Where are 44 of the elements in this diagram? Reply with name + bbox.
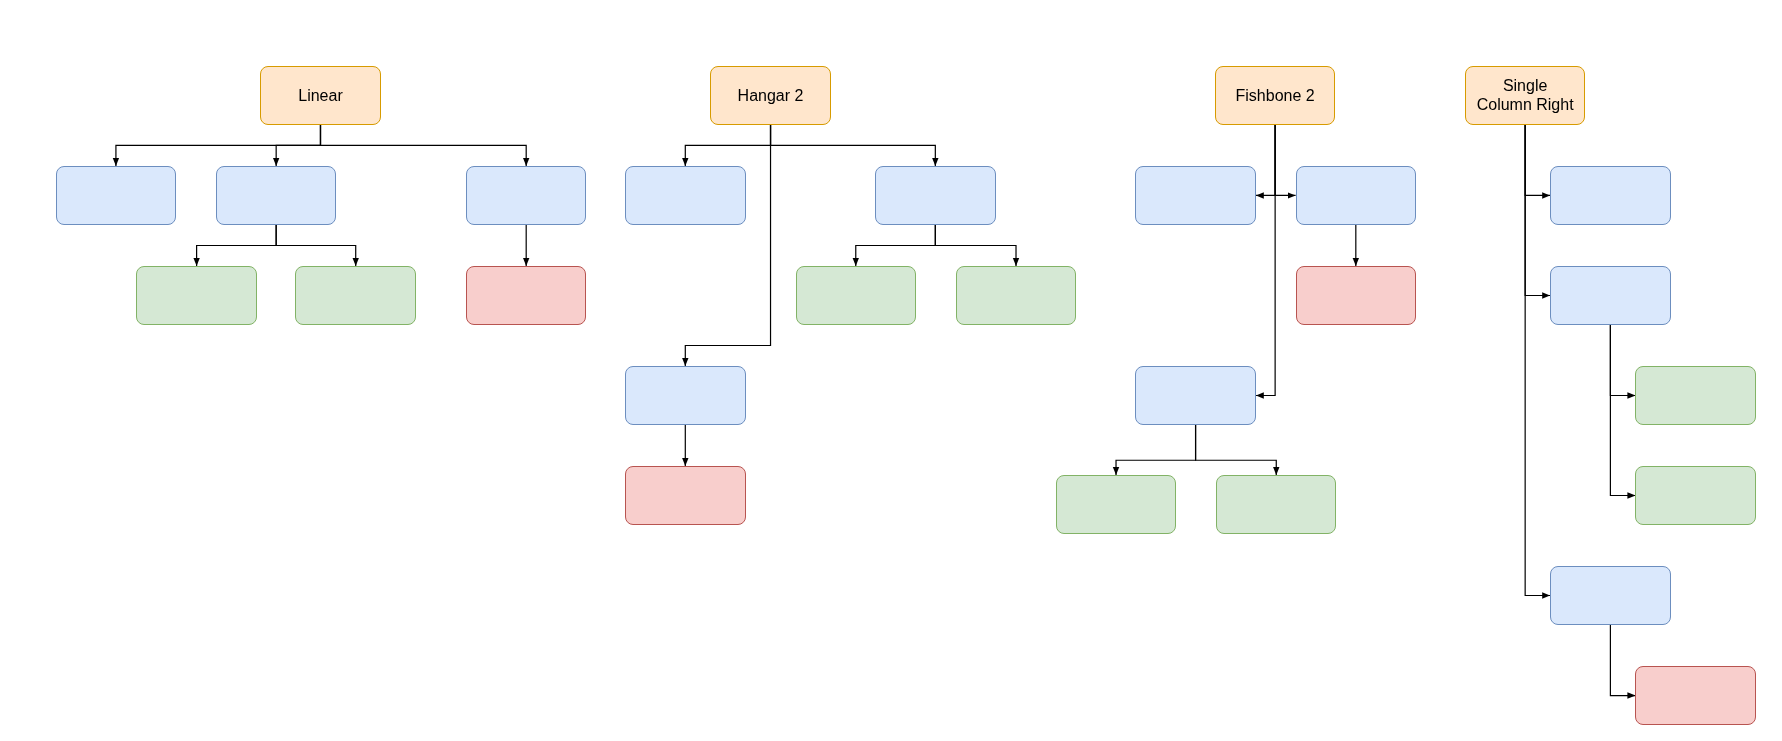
- process-box: [465, 165, 587, 225]
- process-box: [875, 165, 996, 225]
- arrow: [934, 224, 1020, 267]
- arrow: [682, 124, 772, 367]
- process-box: [136, 265, 257, 325]
- process-box: [1135, 365, 1256, 426]
- process-box: [1550, 565, 1671, 626]
- arrow: [1524, 124, 1551, 599]
- process-box: [625, 165, 746, 225]
- arrow: [682, 424, 689, 467]
- arrow: [275, 224, 359, 267]
- node-label: Fishbone 2: [1235, 85, 1315, 106]
- heading-box: [1214, 65, 1336, 125]
- process-box: [795, 265, 916, 325]
- arrow: [1609, 324, 1636, 499]
- process-box: [1550, 165, 1671, 225]
- heading-box: [710, 65, 831, 125]
- heading-box: [260, 65, 381, 125]
- arrow: [1195, 424, 1280, 476]
- process-box: [1295, 165, 1417, 225]
- arrow: [523, 224, 530, 267]
- process-box: [1635, 665, 1756, 726]
- arrow: [319, 124, 530, 167]
- process-box: [625, 465, 746, 526]
- process-box: [955, 265, 1077, 325]
- arrow: [1609, 624, 1636, 699]
- node-label: Hangar 2: [737, 85, 804, 106]
- process-box: [1135, 165, 1256, 225]
- process-box: [625, 365, 746, 426]
- process-box: [1055, 475, 1177, 535]
- process-box: [1216, 475, 1337, 535]
- process-box: [1635, 465, 1756, 526]
- process-box: [215, 165, 337, 225]
- process-box: [1635, 365, 1756, 426]
- process-box: [1550, 265, 1671, 325]
- process-box: [465, 265, 587, 325]
- arrow: [1255, 124, 1276, 399]
- node-label: Single Column Right: [1475, 76, 1575, 115]
- heading-box: [1464, 65, 1586, 125]
- process-box: [55, 165, 177, 225]
- node-label: Linear: [298, 85, 343, 106]
- arrow: [1352, 224, 1359, 267]
- process-box: [1295, 265, 1417, 325]
- process-box: [295, 265, 416, 325]
